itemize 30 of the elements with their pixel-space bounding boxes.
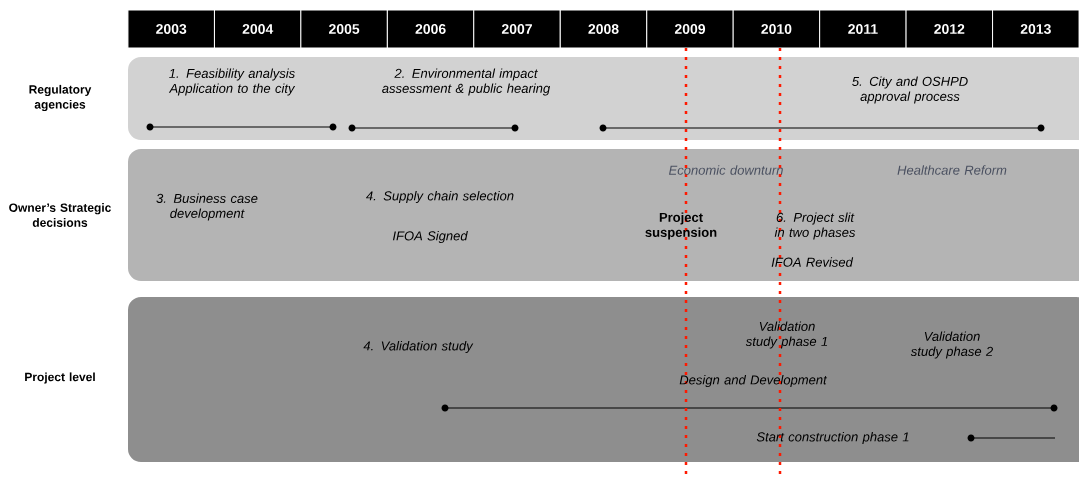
timeline-label: Design and Development xyxy=(679,374,828,388)
timeline-label: Economic downturn xyxy=(668,165,783,175)
year-cell: 2009 xyxy=(646,9,734,49)
timeline-label: 3. Business case development xyxy=(156,193,258,221)
node-label: Regulatory agencies xyxy=(29,84,92,112)
year-cell: 2007 xyxy=(473,9,561,49)
timeline-label: 5. City and OSHPD approval process xyxy=(852,76,968,104)
year-cell: 2005 xyxy=(300,9,388,49)
timeline-label: 4. Validation study xyxy=(363,340,474,354)
timeline-label: Validation study phase 1 xyxy=(745,321,828,349)
timeline-label: Start construction phase 1 xyxy=(756,431,909,445)
timeline-label: 4. Supply chain selection xyxy=(366,190,514,204)
year-cell: 2004 xyxy=(213,9,302,49)
timeline-label: 2. Environmental impact assessment & public hearing xyxy=(382,68,551,96)
year-cell: 2013 xyxy=(992,9,1079,49)
year-cell: 2011 xyxy=(819,9,907,49)
year-cell: 2008 xyxy=(559,9,648,49)
year-cell: 2003 xyxy=(127,9,215,49)
year-cell: 2012 xyxy=(905,9,994,49)
year-cell: 2010 xyxy=(732,9,821,49)
node-label: Owner’s Strategic decisions xyxy=(9,203,111,227)
timeline-label: 1. Feasibility analysis Application to the city xyxy=(168,68,296,96)
year-cell: 2006 xyxy=(386,9,475,49)
timeline-label: IFOA Revised xyxy=(771,257,854,267)
timeline-label: IFOA Signed xyxy=(392,230,468,244)
timeline-label: Project suspension xyxy=(645,212,717,240)
timeline-label: Validation study phase 2 xyxy=(910,331,993,359)
timeline-label: Healthcare Reform xyxy=(897,165,1007,175)
node-label: Project level xyxy=(25,372,95,384)
timeline-label: 6. Project slit in two phases xyxy=(774,212,856,240)
